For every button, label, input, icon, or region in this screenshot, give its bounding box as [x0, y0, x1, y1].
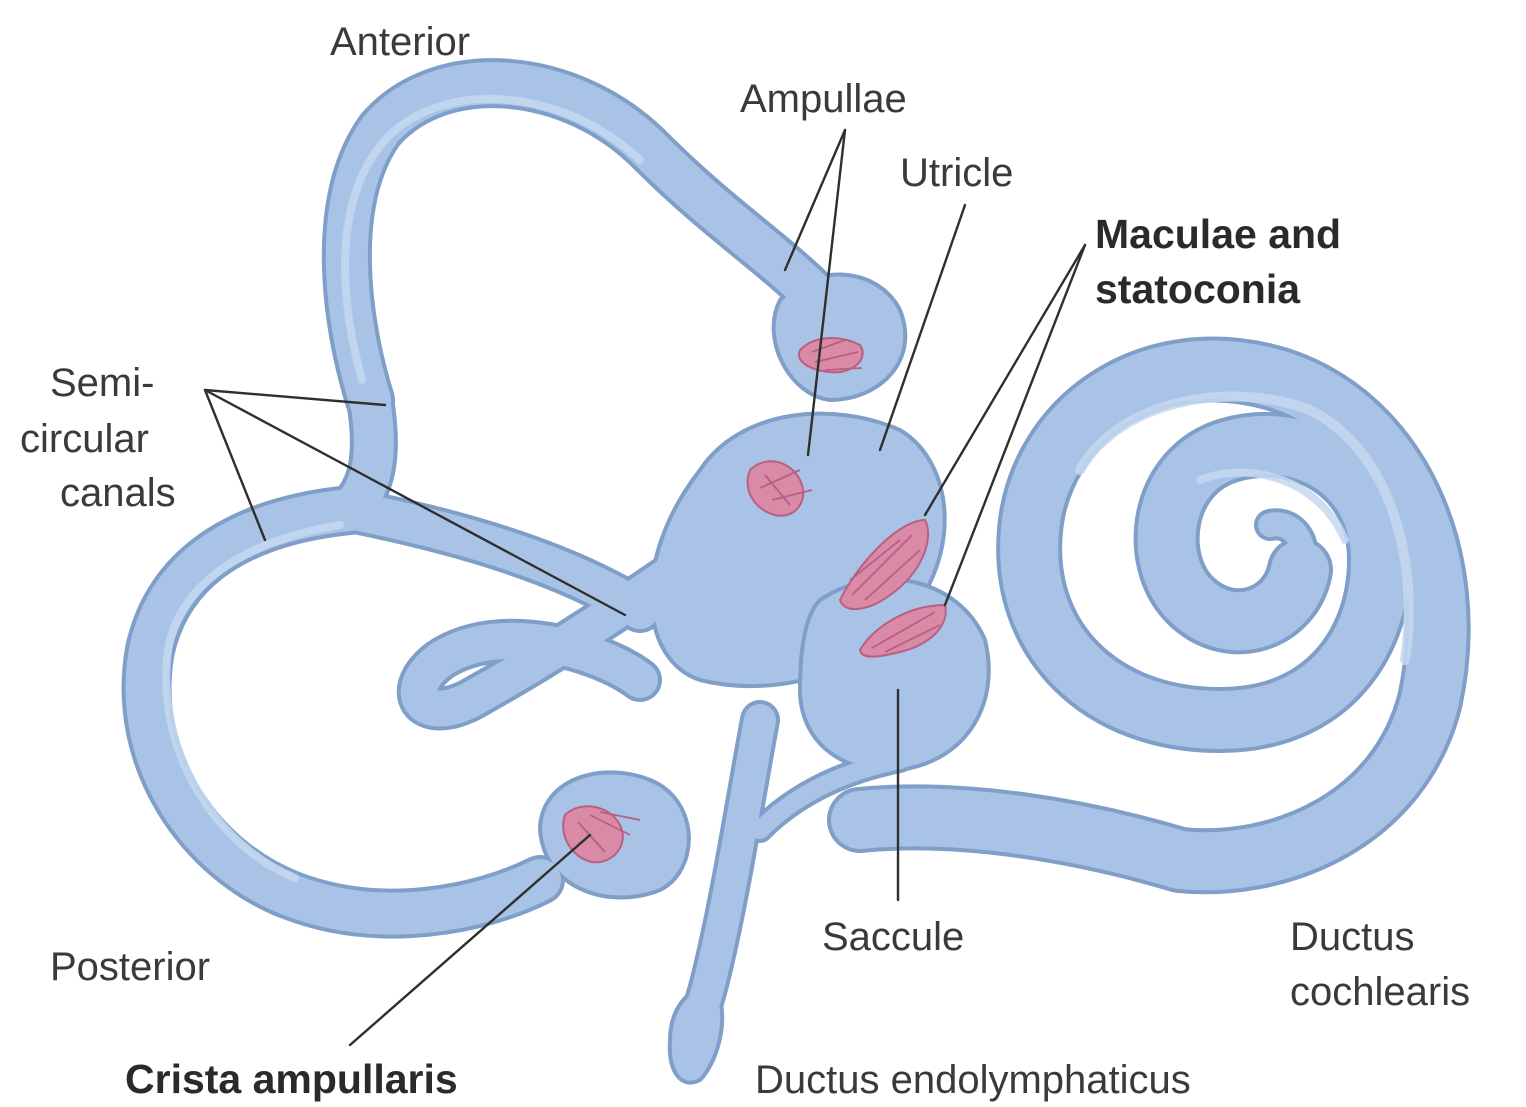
- saccule-body: [800, 579, 989, 770]
- label-crista-ampullaris: Crista ampullaris: [125, 1056, 458, 1102]
- label-utricle: Utricle: [900, 151, 1013, 195]
- crista-anterior: [799, 338, 863, 372]
- label-semicircular-line2: circular: [20, 417, 149, 461]
- label-ductus-endolymphaticus: Ductus endolymphaticus: [755, 1058, 1191, 1102]
- label-ductus-cochlearis-line2: cochlearis: [1290, 970, 1470, 1014]
- leader-crista: [350, 835, 590, 1045]
- label-posterior: Posterior: [50, 945, 210, 989]
- label-ampullae: Ampullae: [740, 77, 907, 121]
- label-ductus-cochlearis-line1: Ductus: [1290, 915, 1415, 959]
- label-anterior: Anterior: [330, 20, 470, 64]
- label-maculae-line1: Maculae and: [1095, 211, 1341, 257]
- label-semicircular-line1: Semi-: [50, 361, 154, 405]
- label-saccule: Saccule: [822, 915, 964, 959]
- label-maculae-line2: statoconia: [1095, 266, 1301, 312]
- label-semicircular-line3: canals: [60, 471, 176, 515]
